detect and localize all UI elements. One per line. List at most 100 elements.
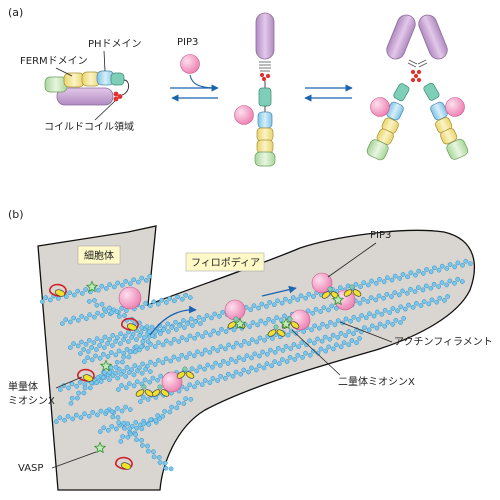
actin-monomer xyxy=(396,292,402,298)
actin-monomer xyxy=(71,315,77,321)
actin-monomer xyxy=(157,460,163,465)
coiled-coil-label: コイルドコイル領域 xyxy=(44,120,134,133)
actin-monomer xyxy=(86,299,92,304)
actin-monomer xyxy=(195,349,200,355)
actin-monomer xyxy=(75,288,81,294)
myosin-coil xyxy=(327,286,333,292)
actin-monomer xyxy=(102,334,108,340)
actin-monomer xyxy=(102,345,107,350)
actin-monomer xyxy=(57,415,63,421)
actin-monomer xyxy=(320,321,325,327)
actin-monomer xyxy=(251,303,257,309)
actin-monomer xyxy=(392,290,398,295)
actin-monomer xyxy=(210,345,216,351)
actin-monomer xyxy=(398,304,404,310)
actin-monomer xyxy=(100,375,106,380)
ph-domain-block xyxy=(257,111,273,129)
actin-monomer xyxy=(135,279,141,285)
actin-monomer xyxy=(75,317,81,323)
actin-monomer xyxy=(274,315,279,320)
actin-monomer xyxy=(133,420,139,425)
coiled-coil-region xyxy=(113,91,123,102)
actin-monomer xyxy=(91,314,97,320)
actin-monomer xyxy=(374,325,380,331)
pip3-sphere xyxy=(311,272,333,294)
myosin-coil xyxy=(349,284,355,290)
linker-line xyxy=(121,79,130,96)
actin-monomer xyxy=(410,304,416,310)
actin-monomer xyxy=(121,420,127,426)
myosin-head xyxy=(352,289,362,297)
ferm-domain-block xyxy=(63,72,85,88)
actin-monomer xyxy=(452,280,457,286)
actin-monomer xyxy=(123,385,129,391)
actin-monomer xyxy=(244,353,250,359)
actin-monomer xyxy=(67,345,73,350)
actin-monomer xyxy=(173,319,178,325)
actin-monomer xyxy=(101,351,106,357)
actin-monomer xyxy=(330,332,336,338)
ferm-domain-block xyxy=(256,127,274,142)
actin-monomer xyxy=(127,426,133,432)
actin-monomer xyxy=(116,420,122,425)
actin-monomer xyxy=(371,313,377,319)
actin-monomer xyxy=(184,355,189,360)
actin-monomer xyxy=(144,324,150,330)
actin-monomer xyxy=(187,295,193,300)
actin-monomer xyxy=(143,366,148,372)
actin-monomer xyxy=(171,354,177,360)
actin-monomer xyxy=(131,277,137,283)
actin-monomer xyxy=(247,324,253,329)
actin-monomer xyxy=(298,293,304,299)
actin-monomer xyxy=(459,279,465,284)
pip3-sphere xyxy=(118,286,142,310)
actin-monomer xyxy=(142,377,148,383)
actin-monomer xyxy=(279,300,285,306)
actin-monomer xyxy=(143,278,149,283)
actin-monomer xyxy=(301,329,307,334)
actin-monomer xyxy=(202,366,207,372)
actin-monomer xyxy=(218,344,224,349)
actin-monomer xyxy=(322,334,328,340)
actin-monomer xyxy=(165,321,171,327)
actin-monomer xyxy=(163,465,169,471)
actin-monomer xyxy=(140,339,146,344)
actin-monomer xyxy=(73,412,79,418)
actin-monomer xyxy=(67,290,73,296)
iq-helix xyxy=(259,61,271,72)
myosin-coil xyxy=(182,366,188,372)
actin-monomer xyxy=(390,322,395,327)
actin-monomer xyxy=(447,262,453,267)
actin-monomer xyxy=(179,335,185,340)
actin-filament xyxy=(116,316,406,392)
actin-monomer xyxy=(113,426,119,432)
actin-monomer xyxy=(155,358,161,363)
actin-monomer xyxy=(328,320,333,325)
actin-monomer xyxy=(437,295,443,301)
actin-monomer xyxy=(368,295,374,300)
actin-monomer xyxy=(168,466,174,472)
panel-b-label: (b) xyxy=(8,208,24,221)
actin-monomer xyxy=(102,370,107,375)
actin-monomer xyxy=(187,333,193,339)
actin-monomer xyxy=(268,347,273,353)
actin-monomer xyxy=(413,272,418,278)
actin-monomer xyxy=(356,317,361,322)
actin-monomer xyxy=(210,364,215,370)
actin-monomer xyxy=(94,347,99,352)
actin-monomer xyxy=(145,397,151,402)
actin-monomer xyxy=(39,299,45,304)
actin-monomer xyxy=(404,290,410,296)
actin-monomer xyxy=(118,439,124,444)
actin-monomer xyxy=(168,358,174,364)
monomer-tail-loop xyxy=(121,317,139,331)
actin-monomer xyxy=(307,338,312,344)
actin-monomer xyxy=(327,336,333,342)
dimer-myosin xyxy=(343,284,362,297)
actin-monomer xyxy=(238,371,244,377)
actin-monomer xyxy=(141,395,146,400)
monomer-label-2: ミオシンX xyxy=(8,395,55,407)
actin-monomer xyxy=(135,368,140,374)
actin-monomer xyxy=(118,341,123,346)
actin-monomer xyxy=(126,370,132,375)
